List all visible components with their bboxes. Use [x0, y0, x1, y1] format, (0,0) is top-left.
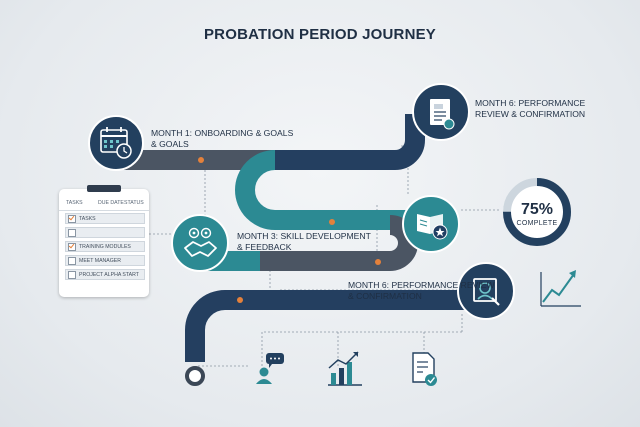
- feedback-person-icon: [256, 353, 284, 384]
- progress-ring: [503, 178, 571, 246]
- trend-chart-icon: [540, 270, 581, 307]
- bar-chart-icon: [328, 351, 362, 386]
- profile-review-icon: [473, 278, 500, 306]
- certificate-document-icon: [430, 99, 455, 130]
- checklist-row-text: TASKS: [79, 215, 96, 222]
- milestone-label-month-3: MONTH 3: SKILL DEVELOPMENT & FEEDBACK: [237, 231, 371, 252]
- progress-percent: 75%: [520, 201, 554, 218]
- checkbox[interactable]: [68, 242, 76, 251]
- checkbox[interactable]: [68, 256, 76, 265]
- road-dot: [237, 297, 243, 303]
- handshake-icon: [184, 227, 217, 257]
- checklist-row: PROJECT ALPHA START: [65, 269, 145, 280]
- checklist-header-tasks: TASKS: [66, 200, 83, 206]
- checkbox[interactable]: [68, 214, 76, 223]
- checklist-row: [65, 227, 145, 238]
- checklist-header: TASKS DUE DATE STATUS: [59, 200, 149, 211]
- milestone-node-month-6-top: [412, 83, 470, 141]
- milestone-label-month-6-bottom: MONTH 6: PERFORMANCE REVIEW & CONFIRMATI…: [348, 280, 495, 301]
- milestone-label-month-1: MONTH 1: ONBOARDING & GOALS & GOALS: [151, 128, 294, 149]
- milestone-node-month-6-bottom: [457, 262, 515, 320]
- milestone-node-month-1: [88, 115, 144, 171]
- milestone-node-month-3: [171, 214, 229, 272]
- checklist-row-text: TRAINING MODULES: [79, 243, 131, 250]
- checkbox[interactable]: [68, 270, 76, 279]
- calendar-clock-icon: [100, 127, 132, 159]
- road-dot: [198, 157, 204, 163]
- journey-end-ring: [185, 366, 205, 386]
- road-dot: [375, 259, 381, 265]
- progress-arc: [503, 178, 571, 246]
- road-segment-4: [185, 290, 485, 362]
- checklist-row: TASKS: [65, 213, 145, 224]
- road-segment-3: [210, 215, 418, 271]
- checked-document-icon: [412, 352, 437, 386]
- road-segment-1: [124, 114, 425, 170]
- milestone-label-month-6-top: MONTH 6: PERFORMANCE REVIEW & CONFIRMATI…: [475, 98, 586, 119]
- checklist-row-text: MEET MANAGER: [79, 257, 121, 264]
- page-title: PROBATION PERIOD JOURNEY: [203, 26, 437, 43]
- checklist-row-text: PROJECT ALPHA START: [79, 271, 139, 278]
- checklist-row: TRAINING MODULES: [65, 241, 145, 252]
- milestone-node-skills-book: [402, 195, 460, 253]
- road-segment-2: [235, 150, 415, 230]
- task-checklist: TASKS DUE DATE STATUS TASKS TRAINING MOD…: [59, 185, 149, 297]
- checkbox[interactable]: [68, 228, 76, 237]
- progress-label: COMPLETE: [516, 220, 558, 227]
- checklist-header-due-date: DUE DATE: [98, 200, 124, 206]
- checklist-header-status: STATUS: [124, 200, 144, 206]
- checklist-row: MEET MANAGER: [65, 255, 145, 266]
- road-dot: [329, 219, 335, 225]
- book-star-icon: [417, 214, 448, 240]
- clipboard-clip-icon: [87, 185, 121, 192]
